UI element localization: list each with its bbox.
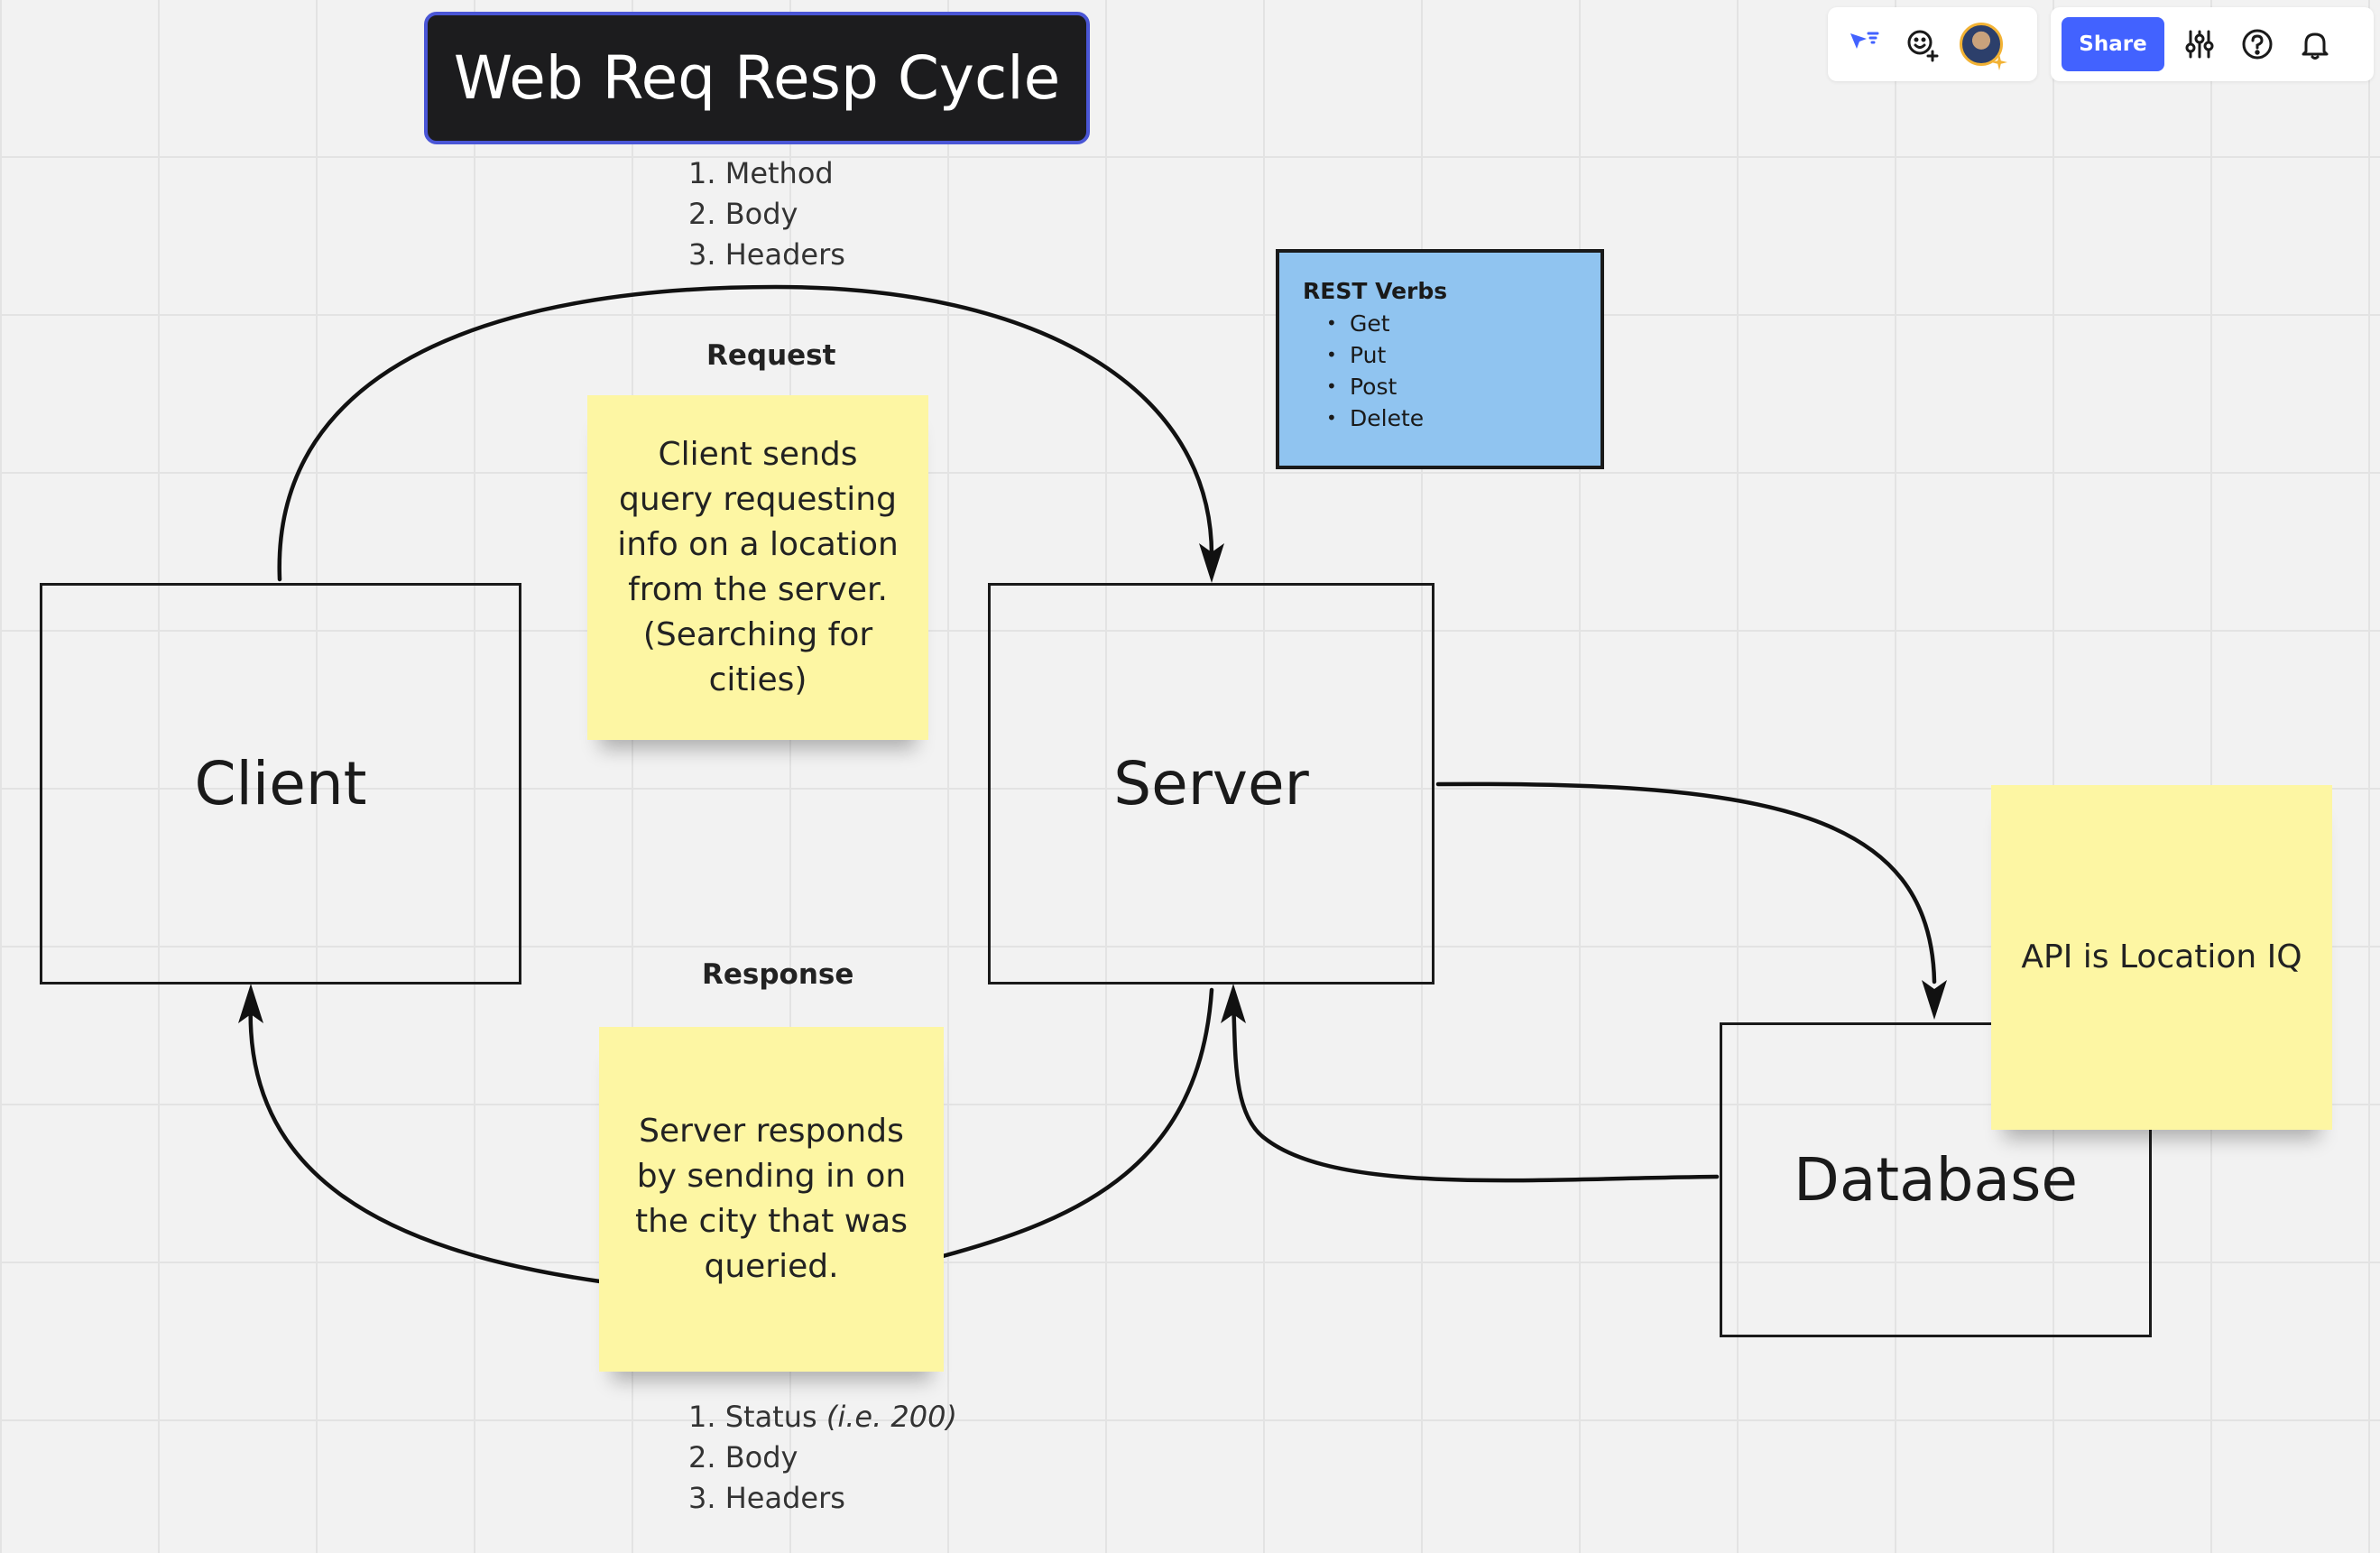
response-list-item: 3. Headers xyxy=(688,1481,845,1515)
request-list-item: 3. Headers xyxy=(688,237,845,272)
response-label[interactable]: Response xyxy=(702,958,854,991)
response-sticky-note[interactable]: Server responds by sending in on the cit… xyxy=(599,1027,944,1372)
spark-icon xyxy=(1991,54,2007,70)
server-return-arrowhead xyxy=(1221,984,1246,1023)
help-icon[interactable] xyxy=(2235,22,2280,67)
rest-verb-item: Get xyxy=(1326,308,1577,339)
api-note-text: API is Location IQ xyxy=(2021,938,2302,975)
diagram-title[interactable]: Web Req Resp Cycle xyxy=(424,12,1090,144)
rest-verb-item: Post xyxy=(1326,371,1577,402)
rest-verb-item: Delete xyxy=(1326,402,1577,434)
bell-icon[interactable] xyxy=(2292,22,2338,67)
client-node[interactable]: Client xyxy=(40,583,521,984)
api-sticky-note[interactable]: API is Location IQ xyxy=(1991,785,2332,1130)
request-list-item: 2. Body xyxy=(688,197,798,231)
database-to-server-arrow xyxy=(1231,1001,1720,1183)
response-list[interactable]: 1. Status (i.e. 200) 2. Body 3. Headers xyxy=(688,1397,957,1519)
main-toolbar: Share xyxy=(2051,7,2374,81)
response-note-text: Server responds by sending in on the cit… xyxy=(635,1113,908,1285)
request-list-item: 1. Method xyxy=(688,156,834,190)
collab-toolbar xyxy=(1828,7,2037,81)
response-arrowhead xyxy=(238,984,263,1023)
rest-verbs-card[interactable]: REST Verbs Get Put Post Delete xyxy=(1276,249,1604,469)
request-list[interactable]: 1. Method 2. Body 3. Headers xyxy=(688,153,845,275)
server-node[interactable]: Server xyxy=(988,583,1434,984)
response-arrow xyxy=(248,987,1214,1284)
client-label: Client xyxy=(194,749,367,818)
request-sticky-note[interactable]: Client sends query requesting info on a … xyxy=(587,395,928,740)
avatar[interactable] xyxy=(1960,23,2007,70)
database-node[interactable]: Database xyxy=(1720,1022,2152,1337)
settings-sliders-icon[interactable] xyxy=(2177,22,2222,67)
share-button[interactable]: Share xyxy=(2062,17,2164,71)
database-arrowhead xyxy=(1922,980,1947,1020)
request-note-text: Client sends query requesting info on a … xyxy=(617,436,899,698)
database-label: Database xyxy=(1794,1145,2078,1215)
request-arrowhead xyxy=(1199,543,1224,583)
server-to-database-arrow xyxy=(1435,781,1937,984)
status-example: (i.e. 200) xyxy=(826,1400,957,1434)
request-arrow xyxy=(277,284,1214,582)
server-label: Server xyxy=(1113,749,1309,818)
cursor-filter-icon[interactable] xyxy=(1840,22,1886,67)
response-list-item: 2. Body xyxy=(688,1440,798,1474)
add-reaction-icon[interactable] xyxy=(1900,22,1945,67)
rest-verbs-heading: REST Verbs xyxy=(1303,278,1448,304)
request-label[interactable]: Request xyxy=(706,339,836,372)
rest-verb-item: Put xyxy=(1326,339,1577,371)
rest-verbs-list: Get Put Post Delete xyxy=(1303,308,1577,434)
response-list-item: 1. Status (i.e. 200) xyxy=(688,1400,957,1434)
